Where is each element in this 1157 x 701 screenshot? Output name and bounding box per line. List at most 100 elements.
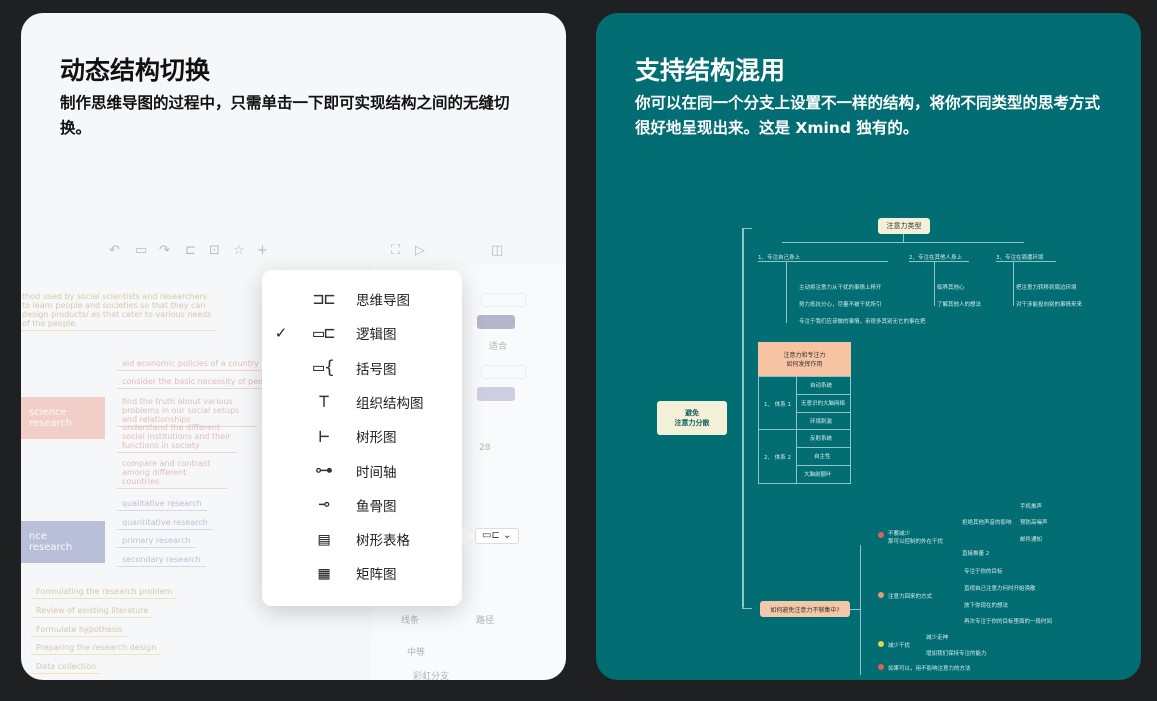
structure-option-label: 树形图 [356,430,397,447]
central-topic[interactable]: 避免 注意力分散 [657,401,727,435]
panel-icon[interactable]: ◫ [491,243,504,258]
branch-node[interactable]: aid economic policies of a country [117,357,264,371]
path-label: 路径 [476,616,495,626]
branch-label[interactable]: 3、专注在周遭环境 [996,255,1044,261]
structure-option[interactable]: ✓▭⊏逻辑图 [262,316,462,350]
branch-node[interactable]: Preparing the research design [31,641,162,655]
structure-option[interactable]: ⊤组织结构图 [262,385,462,419]
structure-option[interactable]: ⊶时间轴 [262,454,462,488]
redo-icon[interactable]: ↷ [159,243,170,258]
table-divider [796,447,851,448]
leaf-text[interactable]: 对干涉能投向别的事情来来 [1016,302,1083,308]
branch-node[interactable]: find the truth about various problems in… [117,395,257,427]
leaf-text[interactable]: 主动将注意力从干扰的事情上移开 [799,285,882,291]
top-topic[interactable]: 注意力类型 [878,218,930,234]
leaf-text[interactable]: 放下你现在的想法 [964,603,1009,609]
structure-icon: ▤ [318,528,330,550]
leaf-text[interactable]: 专注于你的目标 [964,569,1003,575]
branch-node[interactable]: qualitative research [117,497,207,511]
leaf-text[interactable]: 如果可以，用不影响注意力的方法 [888,666,971,672]
leaf-text[interactable]: 把注意力转移到周边环境 [1016,285,1077,291]
branch-node[interactable]: quantitative research [117,516,213,530]
connector [903,234,904,242]
top-description-node[interactable]: thod used by social scientists and resea… [21,290,217,331]
rainbow-branch-checkbox[interactable]: 彩虹分支 [413,672,450,680]
leaf-text[interactable]: 减少走神 [926,635,949,641]
structure-option[interactable]: ⊐⊏思维导图 [262,282,462,316]
structure-option[interactable]: ⊸鱼骨图 [262,488,462,522]
branch-label[interactable]: 2、专注在其他人身上 [909,255,962,261]
bottom-topic[interactable]: 如何避免注意力不够集中? [760,601,850,617]
card-structure-switch: 动态结构切换 制作思维导图的过程中，只需单击一下即可实现结构之间的无缝切换。 ↶… [21,13,566,680]
summary-icon[interactable]: ⊡ [209,243,220,258]
table-cell[interactable]: 自动系统 [810,383,833,389]
leaf-text[interactable]: 预防高噪声 [1020,520,1048,526]
connector [782,242,1024,243]
leaf-text[interactable]: 邮件通知 [1020,537,1043,543]
leaf-text[interactable]: 拒绝其他声音的影响 [962,520,1012,526]
star-icon[interactable]: ☆ [233,243,245,258]
branch-node[interactable]: Data collection [31,660,102,674]
branch-node[interactable]: Review of existing literature [31,604,154,618]
fill-color[interactable] [477,315,515,329]
branch-node[interactable]: Formulating the research problem [31,585,178,599]
leaf-text[interactable]: 再次专注于你的目标里面的一段时间 [964,619,1053,625]
structure-select[interactable]: ▭⊏ ⌄ [475,528,519,544]
structure-icon: ▭⊏ [313,322,335,344]
structure-icon: ⊸ [318,494,330,516]
leaf-text[interactable]: 增加我们保持专注的能力 [926,651,987,657]
leaf-text[interactable]: 直视自己注意力何时开始涣散 [964,586,1036,592]
font-size-value[interactable]: 28 [479,443,491,453]
leaf-text[interactable]: 直接推量 2 [962,551,990,557]
branch-node[interactable]: compare and contrast among different cou… [117,457,227,489]
structure-option[interactable]: ⊢ 树形图 [262,419,462,453]
branch-node[interactable]: Formulate hypothesis [31,623,128,637]
connector [758,261,888,262]
branch-node[interactable]: consider the basic necessity of people [117,375,281,389]
branch-node[interactable]: primary research [117,534,196,548]
undo-icon[interactable]: ↶ [109,243,120,258]
medium-select[interactable]: 中等 [407,648,426,658]
leaf-text[interactable]: 临界其他心 [937,285,965,291]
zen-icon[interactable]: ⛶ [391,243,401,258]
leaf-text[interactable]: 不要减少 那可以控制的外在干扰 [888,531,944,545]
table-cell[interactable]: 大脑前额叶 [804,472,832,478]
leaf-text[interactable]: 减少干扰 [888,643,911,649]
structure-icon: ⊢ [318,425,330,447]
marker-dot-yellow [878,641,884,647]
structure-option[interactable]: ▦矩阵图 [262,556,462,590]
card-description: 制作思维导图的过程中，只需单击一下即可实现结构之间的无缝切换。 [60,94,510,137]
table-divider [796,412,851,413]
table-cell[interactable]: 反射系统 [810,436,833,442]
topic-ence-research[interactable]: nce research [21,521,105,563]
table-header[interactable]: 注意力和专注力 如何发挥作用 [758,342,851,376]
structure-option-label: 括号图 [356,361,397,378]
leaf-text[interactable]: 专注于我们应该做的事情，亲很多其别无它的事在把 [799,319,926,325]
play-icon[interactable]: ▷ [415,243,425,258]
branch-node[interactable]: understand the different social institut… [117,421,237,453]
table-cell[interactable]: 自主性 [814,454,831,460]
leaf-text[interactable]: 了解其他人的想法 [937,302,982,308]
table-row-label[interactable]: 1、 体系 1 [764,402,791,408]
topic-icon[interactable]: ▭ [135,243,148,258]
table-row-label[interactable]: 2、 体系 2 [764,455,791,461]
table-cell[interactable]: 环境刺激 [810,419,833,425]
structure-option[interactable]: ▤树形表格 [262,522,462,556]
structure-option-label: 矩阵图 [356,567,397,584]
structure-option[interactable]: ▭{括号图 [262,351,462,385]
leaf-text[interactable]: 注意力回来的方式 [888,594,933,600]
table-cell[interactable]: 无意识的大脑网络 [801,401,846,407]
border-select[interactable] [481,365,526,379]
branch-label[interactable]: 1、专注自己身上 [758,255,800,261]
topic-science-research[interactable]: science research [21,397,105,439]
shape-select[interactable] [481,293,526,307]
branch-node[interactable]: secondary research [117,553,206,567]
card-description: 你可以在同一个分支上设置不一样的结构，将你不同类型的思考方式很好地呈现出来。这是… [635,94,1101,137]
leaf-text[interactable]: 努力抵抗分心，尽量不被干扰所引 [799,302,882,308]
add-icon[interactable]: + [257,243,268,258]
bracket-cap [742,608,752,609]
connector [786,261,787,323]
relationship-icon[interactable]: ⊏ [185,243,196,258]
border-color[interactable] [477,387,515,401]
leaf-text[interactable]: 手机推声 [1020,504,1043,510]
